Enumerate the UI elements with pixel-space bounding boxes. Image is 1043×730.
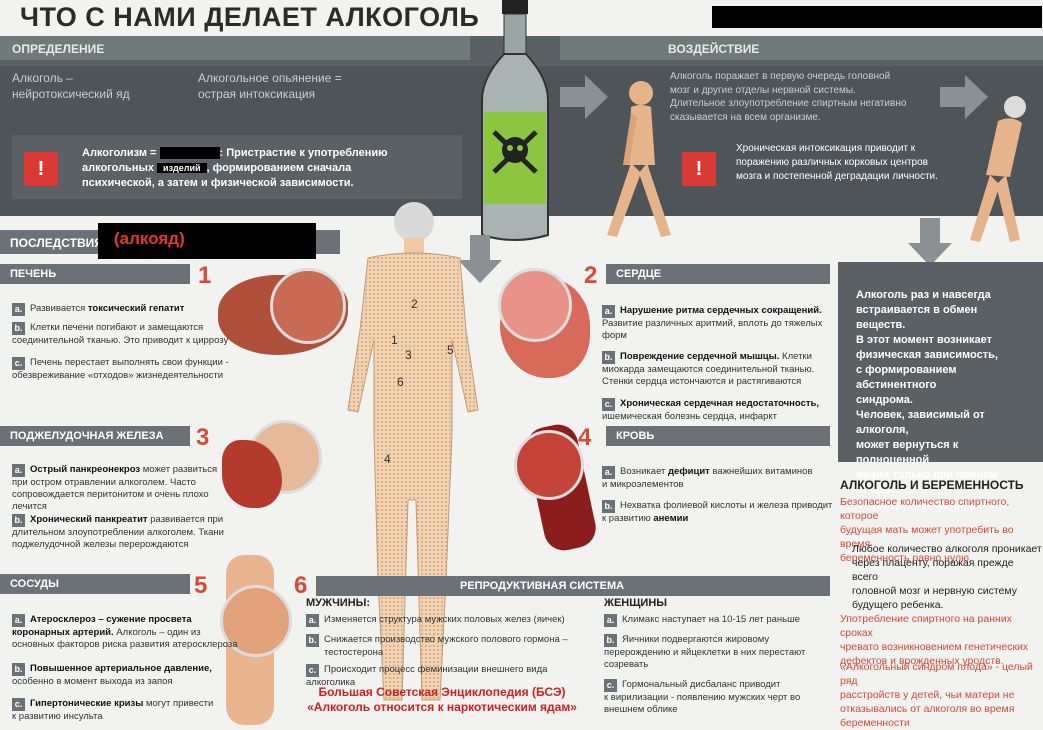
men-item-b: b.Снижается производство мужского полово…	[306, 634, 586, 659]
heart-item-c: c.Хроническая сердечная недостаточность,…	[602, 398, 820, 422]
dependence-panel: Алкоголь раз и навсегда встраивается в о…	[838, 262, 1043, 511]
arrow-down-icon	[458, 235, 502, 283]
pancreas-heading-bar: ПОДЖЕЛУДОЧНАЯ ЖЕЛЕЗА	[0, 426, 190, 446]
women-heading: ЖЕНЩИНЫ	[604, 597, 668, 609]
reproductive-heading-bar	[316, 576, 830, 596]
pregnancy-heading: АЛКОГОЛЬ И БЕРЕМЕННОСТЬ	[840, 478, 1024, 492]
vessel-zoom-circle	[220, 585, 292, 657]
blood-zoom-circle	[514, 430, 584, 500]
liver-item-a: a.Развивается токсический гепатит	[12, 303, 222, 316]
redacted-block-top	[712, 6, 1042, 28]
alcoholism-definition: Алкоголизм = : Пристрастие к употреблени…	[82, 147, 388, 189]
definition-col2: Алкогольное опьянение = острая интоксика…	[198, 71, 342, 101]
redacted-consequences	[98, 223, 316, 259]
arrow-right-icon	[560, 75, 608, 119]
heart-zoom-circle	[498, 268, 572, 342]
heart-heading-bar: СЕРДЦЕ	[606, 264, 830, 284]
heart-number: 2	[584, 262, 598, 289]
poison-bottle-illustration	[481, 0, 549, 241]
body-label-5: 5	[447, 343, 454, 357]
old-man-illustration	[970, 96, 1026, 242]
vessels-number: 5	[194, 572, 208, 599]
arrow-down-icon-2	[908, 218, 952, 266]
body-label-4: 4	[384, 452, 391, 466]
arrow-right-icon-2	[940, 75, 988, 119]
impact-heading: ВОЗДЕЙСТВИЕ	[668, 42, 760, 56]
men-heading: МУЖЧИНЫ:	[306, 597, 371, 609]
liver-zoom-circle	[270, 268, 346, 344]
blood-number: 4	[578, 424, 592, 451]
definition-header-bar	[0, 36, 470, 60]
liver-heading-bar: ПЕЧЕНЬ	[0, 264, 190, 284]
alcoholism-warning-box	[12, 135, 462, 199]
consequences-heading: ПОСЛЕДСТВИЯ	[10, 236, 103, 250]
definition-heading: ОПРЕДЕЛЕНИЕ	[12, 42, 105, 56]
page-title: ЧТО С НАМИ ДЕЛАЕТ АЛКОГОЛЬ	[20, 2, 480, 32]
impact-text: Алкоголь поражает в первую очередь голов…	[670, 71, 907, 123]
vessels-heading-bar: СОСУДЫ	[0, 574, 190, 594]
liver-item-c: c.Печень перестает выполнять свои функци…	[12, 357, 229, 381]
impact-warning-icon: !	[682, 152, 716, 186]
warning-icon: !	[24, 152, 58, 186]
definition-col1: Алкоголь – нейротоксический яд	[12, 71, 130, 101]
blood-heading-bar: КРОВЬ	[606, 426, 830, 446]
reproductive-number: 6	[294, 572, 308, 599]
man-walking-illustration	[607, 81, 671, 237]
women-item-a: a.Климакс наступает на 10-15 лет раньше	[604, 614, 834, 627]
pancreas-number: 3	[196, 424, 210, 451]
pregnancy-red-1: Безопасное количество спиртного, которое…	[840, 496, 1014, 564]
liver-number: 1	[198, 262, 212, 289]
consequences-label: (алкояд)	[114, 229, 185, 248]
bse-caption: Большая Советская Энциклопедия (БСЭ) «Ал…	[307, 685, 577, 714]
impact-header-bar	[560, 36, 1043, 60]
body-label-2: 2	[411, 297, 418, 311]
heart-item-a: a.Нарушение ритма сердечных сокращений.Р…	[602, 305, 823, 341]
sticker-label: изделий	[157, 163, 207, 173]
impact-warning-text: Хроническая интоксикация приводит к пора…	[736, 143, 938, 182]
men-item-c: c.Происходит процесс феминизации внешнег…	[306, 664, 548, 688]
blood-item-b: b.Нехватка фолиевой кислоты и железа при…	[602, 500, 833, 524]
body-label-3: 3	[405, 348, 412, 362]
reproductive-heading: РЕПРОДУКТИВНАЯ СИСТЕМА	[460, 580, 625, 592]
body-label-1: 1	[391, 333, 398, 347]
vessels-item-b: b.Повышенное артериальное давление,особе…	[12, 663, 212, 687]
body-label-6: 6	[397, 375, 404, 389]
redacted-inline	[159, 147, 220, 160]
pancreas-item-b: b.Хронический панкреатит развивается при…	[12, 514, 224, 550]
men-item-a: a.Изменяется структура мужских половых ж…	[306, 614, 586, 627]
